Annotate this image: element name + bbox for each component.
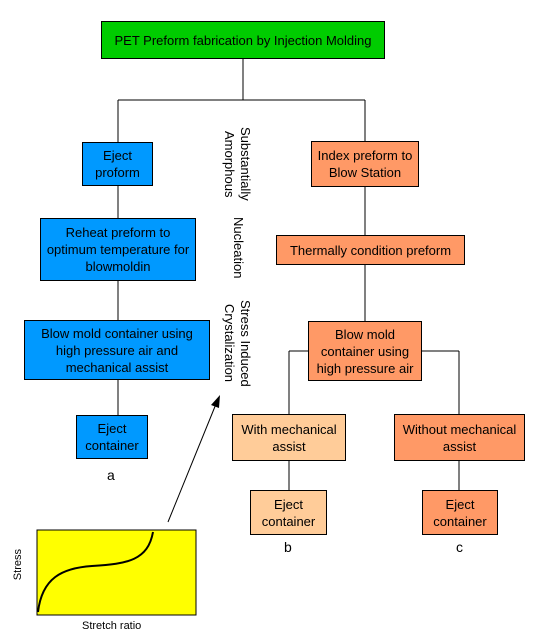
blow-mold-air-label: Blow mold container using high pressure … bbox=[316, 326, 414, 376]
reheat-preform-box: Reheat preform to optimum temperature fo… bbox=[40, 218, 196, 281]
with-mechanical-label: With mechanical assist bbox=[241, 421, 337, 454]
inset-graph-ylabel: Stress bbox=[12, 549, 24, 581]
stress-curve bbox=[37, 531, 154, 613]
pet-preform-box: PET Preform fabrication by Injection Mol… bbox=[101, 21, 385, 59]
reheat-preform-label: Reheat preform to optimum temperature fo… bbox=[46, 225, 190, 274]
with-mechanical-box: With mechanical assist bbox=[232, 414, 346, 461]
without-mechanical-label: Without mechanical assist bbox=[402, 421, 517, 454]
pet-preform-label: PET Preform fabrication by Injection Mol… bbox=[114, 32, 372, 48]
index-preform-label: Index preform to Blow Station bbox=[317, 148, 413, 180]
eject-container-a-label: Eject container bbox=[85, 421, 139, 453]
blow-mold-mechanical-label: Blow mold container using high pressure … bbox=[41, 325, 193, 375]
index-preform-box: Index preform to Blow Station bbox=[311, 141, 419, 187]
branch-label-b: b bbox=[284, 539, 292, 555]
eject-container-c-box: Eject container bbox=[422, 490, 498, 535]
thermally-condition-label: Thermally condition preform bbox=[289, 242, 452, 258]
branch-label-c: c bbox=[456, 539, 463, 555]
eject-proform-box: Eject proform bbox=[82, 142, 153, 186]
without-mechanical-box: Without mechanical assist bbox=[394, 414, 525, 461]
inset-graph-xlabel: Stretch ratio bbox=[82, 620, 142, 632]
eject-container-b-box: Eject container bbox=[250, 490, 327, 535]
stage-label-nucleation: Nucleation bbox=[231, 217, 246, 279]
stage-label-stress-crystallization: Stress Induced Crystalization bbox=[222, 299, 253, 387]
eject-container-a-box: Eject container bbox=[76, 415, 148, 459]
stage-label-amorphous: Substantially Amorphous bbox=[222, 127, 253, 201]
eject-container-b-label: Eject container bbox=[261, 496, 316, 529]
branch-label-a: a bbox=[107, 467, 115, 483]
blow-mold-air-box: Blow mold container using high pressure … bbox=[308, 321, 422, 381]
eject-proform-label: Eject proform bbox=[95, 148, 140, 180]
eject-container-c-label: Eject container bbox=[433, 496, 487, 529]
blow-mold-mechanical-box: Blow mold container using high pressure … bbox=[24, 320, 210, 380]
thermally-condition-box: Thermally condition preform bbox=[276, 235, 465, 265]
arrow-head bbox=[211, 395, 220, 408]
